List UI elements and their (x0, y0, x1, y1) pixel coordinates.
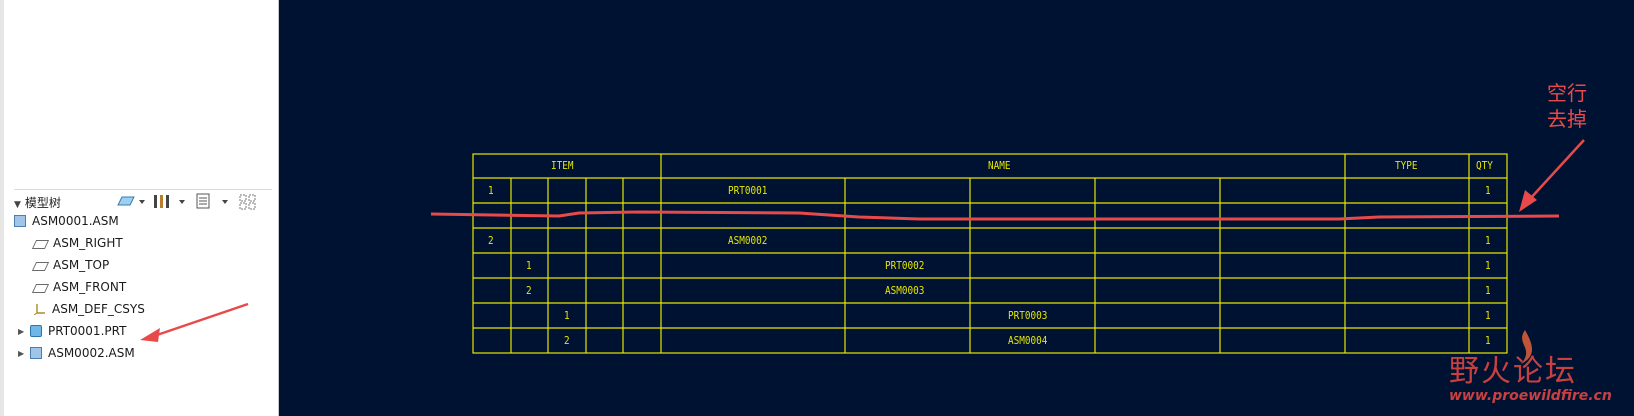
row3-item: 2 (488, 234, 494, 247)
header-name: NAME (988, 159, 1011, 172)
tree-node-asm-top[interactable]: ASM_TOP (31, 258, 109, 278)
annotation-label: 空行 去掉 (1547, 81, 1587, 131)
row4-name: PRT0002 (885, 259, 925, 272)
row5-qty: 1 (1485, 284, 1491, 297)
settings-tools-icon[interactable] (152, 193, 188, 209)
strike-line-annotation (430, 210, 1560, 221)
tree-node-asm-def-csys[interactable]: ASM_DEF_CSYS (33, 302, 145, 322)
row1-name: PRT0001 (728, 184, 768, 197)
tree-node-asm0001[interactable]: ASM0001.ASM (14, 214, 119, 234)
panel-edge (0, 0, 4, 416)
tree-node-prt0001[interactable]: ▶PRT0001.PRT (18, 324, 127, 338)
tree-node-asm0002[interactable]: ▶ASM0002.ASM (18, 346, 135, 360)
datum-plane-icon (31, 240, 50, 249)
row4-qty: 1 (1485, 259, 1491, 272)
tree-node-asm-front[interactable]: ASM_FRONT (31, 280, 126, 300)
bom-table-grid (430, 139, 1585, 354)
row6-item: 1 (564, 309, 570, 322)
datum-plane-icon (31, 284, 50, 293)
red-arrow-annotation-right (1519, 139, 1585, 212)
tree-node-asm-right[interactable]: ASM_RIGHT (31, 236, 123, 256)
tree-filter-icon[interactable] (195, 193, 231, 209)
row4-item: 1 (526, 259, 532, 272)
row5-name: ASM0003 (885, 284, 925, 297)
row1-qty: 1 (1485, 184, 1491, 197)
row7-qty: 1 (1485, 334, 1491, 347)
show-icon[interactable] (116, 193, 146, 209)
red-arrow-annotation-left (140, 302, 249, 342)
row1-item: 1 (488, 184, 494, 197)
part-icon (30, 325, 42, 337)
row6-name: PRT0003 (1008, 309, 1048, 322)
collapse-triangle-icon[interactable]: ▼ (14, 200, 21, 210)
assembly-icon (30, 347, 42, 359)
expand-arrow-icon[interactable]: ▶ (18, 349, 25, 358)
row3-qty: 1 (1485, 234, 1491, 247)
model-tree-title[interactable]: ▼模型树 (14, 196, 61, 210)
expand-arrow-icon[interactable]: ▶ (18, 327, 25, 336)
csys-icon (33, 303, 46, 316)
watermark-logo: 野火论坛 www.proewildfire.cn (1449, 330, 1612, 404)
flame-icon (1521, 330, 1532, 364)
header-type: TYPE (1395, 159, 1418, 172)
assembly-icon (14, 215, 26, 227)
drawing-canvas[interactable]: ITEM NAME TYPE QTY 1 PRT0001 1 2 ASM0002… (279, 0, 1634, 416)
row3-name: ASM0002 (728, 234, 768, 247)
header-item: ITEM (551, 159, 574, 172)
model-tree-panel: ▼模型树 ASM0001.ASM ASM_RIGHT ASM_TOP ASM_F… (0, 0, 279, 416)
tree-columns-icon[interactable] (238, 193, 264, 210)
row7-name: ASM0004 (1008, 334, 1048, 347)
datum-plane-icon (31, 262, 50, 271)
row5-item: 2 (526, 284, 532, 297)
row7-item: 2 (564, 334, 570, 347)
model-tree-header: ▼模型树 (14, 189, 272, 212)
header-qty: QTY (1476, 159, 1493, 172)
row6-qty: 1 (1485, 309, 1491, 322)
